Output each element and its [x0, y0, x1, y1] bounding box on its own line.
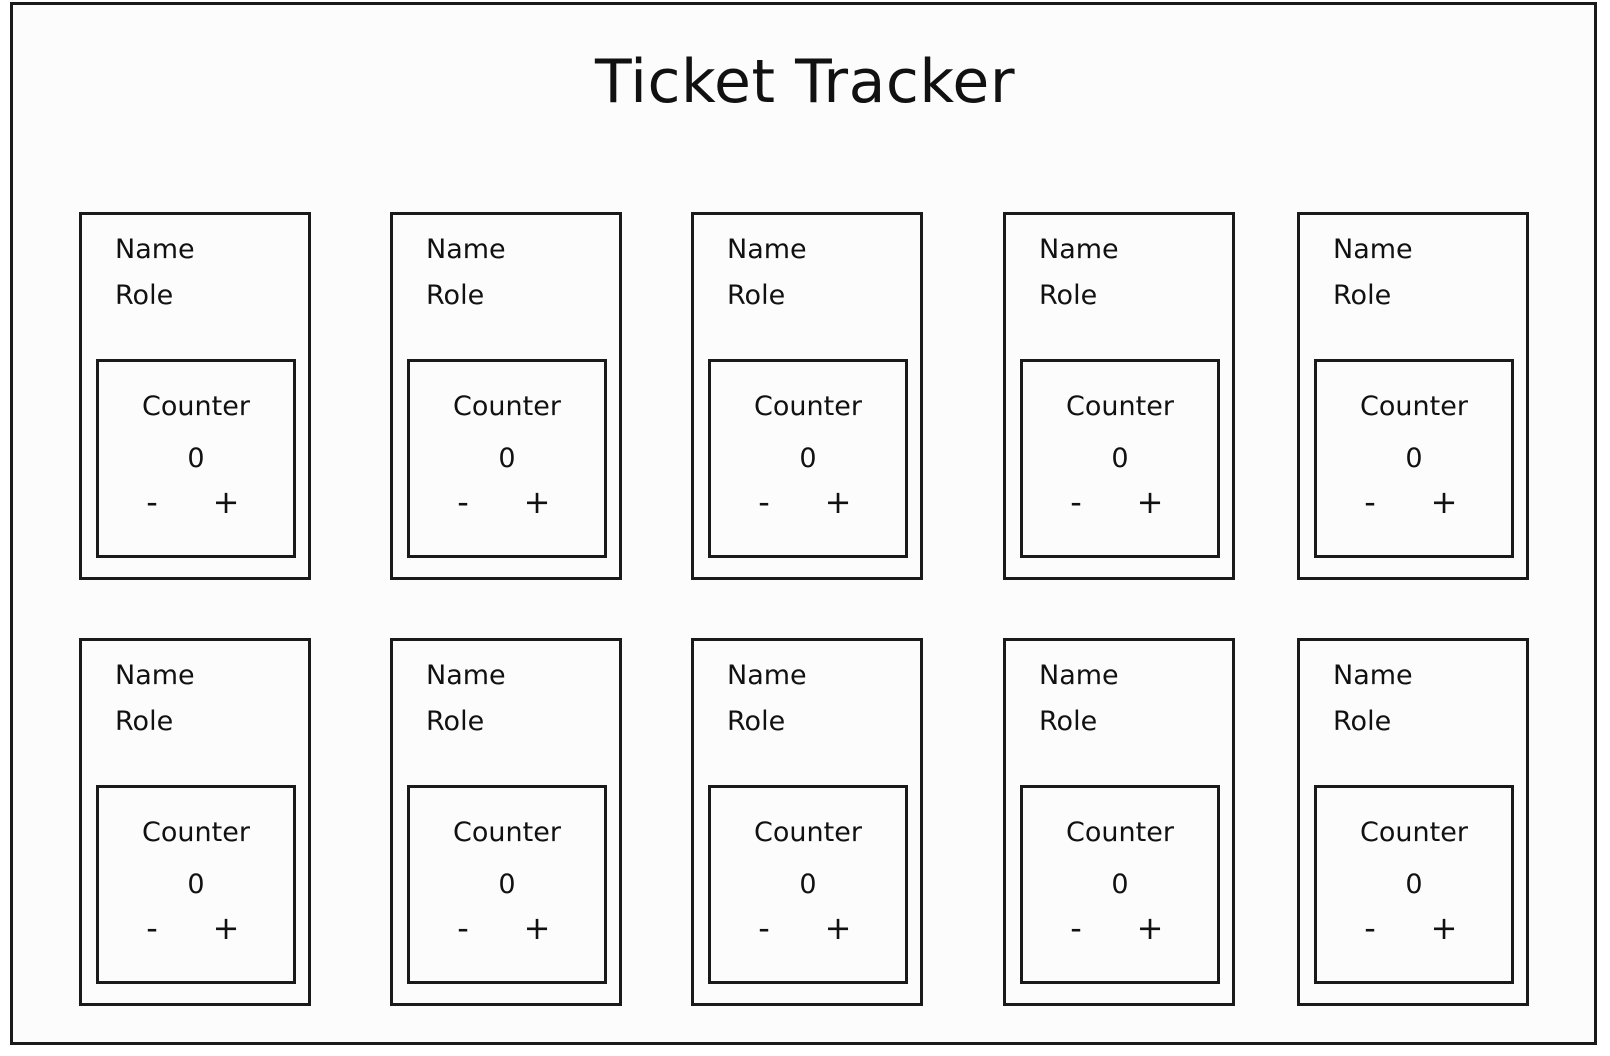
- counter-label: Counter: [754, 391, 862, 422]
- counter-value: 0: [187, 869, 205, 900]
- counter-panel: Counter 0 - +: [1020, 359, 1220, 558]
- counter-label: Counter: [754, 817, 862, 848]
- counter-panel: Counter 0 - +: [708, 359, 908, 558]
- card-name: Name: [1039, 660, 1119, 691]
- increment-button[interactable]: +: [1136, 909, 1164, 947]
- counter-panel: Counter 0 - +: [708, 785, 908, 984]
- person-card: Name Role Counter 0 - +: [691, 212, 923, 580]
- counter-panel: Counter 0 - +: [96, 785, 296, 984]
- counter-value: 0: [1405, 443, 1423, 474]
- decrement-button[interactable]: -: [457, 909, 469, 947]
- card-name: Name: [727, 660, 807, 691]
- counter-value: 0: [187, 443, 205, 474]
- person-card: Name Role Counter 0 - +: [390, 212, 622, 580]
- person-card: Name Role Counter 0 - +: [1003, 212, 1235, 580]
- increment-button[interactable]: +: [1430, 483, 1458, 521]
- counter-label: Counter: [453, 391, 561, 422]
- counter-panel: Counter 0 - +: [407, 785, 607, 984]
- card-name: Name: [1333, 234, 1413, 265]
- increment-button[interactable]: +: [824, 909, 852, 947]
- card-name: Name: [1333, 660, 1413, 691]
- card-name: Name: [426, 660, 506, 691]
- counter-value: 0: [799, 443, 817, 474]
- counter-panel: Counter 0 - +: [1314, 359, 1514, 558]
- card-name: Name: [1039, 234, 1119, 265]
- counter-label: Counter: [1066, 391, 1174, 422]
- counter-panel: Counter 0 - +: [1020, 785, 1220, 984]
- person-card: Name Role Counter 0 - +: [1003, 638, 1235, 1006]
- page-title: Ticket Tracker: [594, 47, 1016, 117]
- decrement-button[interactable]: -: [1364, 483, 1376, 521]
- card-name: Name: [115, 660, 195, 691]
- decrement-button[interactable]: -: [1364, 909, 1376, 947]
- card-name: Name: [426, 234, 506, 265]
- card-role: Role: [727, 280, 786, 311]
- counter-panel: Counter 0 - +: [1314, 785, 1514, 984]
- person-card: Name Role Counter 0 - +: [1297, 212, 1529, 580]
- card-role: Role: [727, 706, 786, 737]
- decrement-button[interactable]: -: [758, 909, 770, 947]
- counter-label: Counter: [142, 817, 250, 848]
- counter-value: 0: [1405, 869, 1423, 900]
- decrement-button[interactable]: -: [146, 909, 158, 947]
- card-role: Role: [1039, 706, 1098, 737]
- person-card: Name Role Counter 0 - +: [390, 638, 622, 1006]
- counter-value: 0: [799, 869, 817, 900]
- counter-label: Counter: [1066, 817, 1174, 848]
- person-card: Name Role Counter 0 - +: [79, 638, 311, 1006]
- counter-panel: Counter 0 - +: [96, 359, 296, 558]
- increment-button[interactable]: +: [523, 909, 551, 947]
- counter-label: Counter: [453, 817, 561, 848]
- counter-value: 0: [1111, 869, 1129, 900]
- decrement-button[interactable]: -: [1070, 483, 1082, 521]
- decrement-button[interactable]: -: [457, 483, 469, 521]
- card-role: Role: [426, 280, 485, 311]
- card-name: Name: [115, 234, 195, 265]
- decrement-button[interactable]: -: [146, 483, 158, 521]
- counter-label: Counter: [1360, 391, 1468, 422]
- decrement-button[interactable]: -: [1070, 909, 1082, 947]
- counter-value: 0: [498, 869, 516, 900]
- card-name: Name: [727, 234, 807, 265]
- increment-button[interactable]: +: [1136, 483, 1164, 521]
- counter-panel: Counter 0 - +: [407, 359, 607, 558]
- card-role: Role: [1333, 706, 1392, 737]
- counter-label: Counter: [142, 391, 250, 422]
- person-card: Name Role Counter 0 - +: [79, 212, 311, 580]
- decrement-button[interactable]: -: [758, 483, 770, 521]
- person-card: Name Role Counter 0 - +: [1297, 638, 1529, 1006]
- increment-button[interactable]: +: [212, 483, 240, 521]
- card-role: Role: [1333, 280, 1392, 311]
- card-role: Role: [115, 706, 174, 737]
- increment-button[interactable]: +: [523, 483, 551, 521]
- person-card: Name Role Counter 0 - +: [691, 638, 923, 1006]
- card-role: Role: [426, 706, 485, 737]
- counter-label: Counter: [1360, 817, 1468, 848]
- card-role: Role: [115, 280, 174, 311]
- counter-value: 0: [498, 443, 516, 474]
- increment-button[interactable]: +: [824, 483, 852, 521]
- increment-button[interactable]: +: [212, 909, 240, 947]
- counter-value: 0: [1111, 443, 1129, 474]
- card-role: Role: [1039, 280, 1098, 311]
- increment-button[interactable]: +: [1430, 909, 1458, 947]
